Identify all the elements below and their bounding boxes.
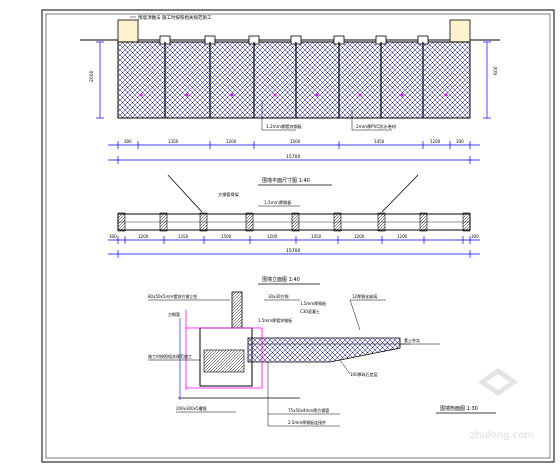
section-bottom-label-2: 2.5mm厚钢板连接件	[288, 419, 326, 425]
elevation-view: 围墙顶做法 施工时按照相关规范施工 2000 600 1.2mm厚镀锌钢板 2m…	[80, 14, 500, 164]
watermark-logo	[478, 368, 518, 396]
elev-dim-1: 1350	[168, 139, 179, 144]
plan-view: 围墙平面尺寸图 1:40 方钢管骨架 1.5mm厚钢板 300	[108, 174, 480, 258]
section-title: 围墙立面图 1:40	[262, 276, 300, 283]
section-left-label-2: 施工时按照相关规范施工	[148, 353, 192, 359]
bolt-markers	[139, 93, 448, 97]
elev-dim-6: 300	[456, 139, 464, 144]
plan-dim-2: 1350	[178, 234, 189, 239]
elev-dim-5: 1200	[430, 139, 441, 144]
section-mid-label-0: 1.5mm厚镀锌钢板	[258, 317, 292, 323]
plan-dim-8: 300	[471, 234, 479, 239]
section-left-label-1: 方钢管	[168, 311, 180, 317]
plan-dim-3: 1500	[221, 234, 232, 239]
plan-leader-label: 方钢管骨架	[218, 191, 239, 198]
watermark-text: zhulong.com	[470, 430, 534, 441]
right-end-pillar	[449, 19, 471, 43]
section-view: 围墙立面图 1:40 80x50x5mm镀锌方钢立柱 方钢管 施工时按照相关规范…	[148, 276, 496, 427]
plan-leader-right	[381, 174, 419, 213]
side-dim-text: 600	[493, 66, 499, 75]
section-corner-title: 围墙剖面图 1:30	[440, 405, 478, 412]
plan-dim-6: 1200	[354, 234, 365, 239]
elevation-leader-1: 1.2mm厚镀锌钢板	[266, 123, 303, 130]
plan-title: 围墙平面尺寸图 1:40	[262, 177, 310, 184]
left-end-pillar	[117, 19, 139, 43]
section-top-label-2: 12厚钢化玻璃	[352, 293, 377, 299]
section-top-label-1: 1.5mm厚钢板	[300, 300, 326, 306]
section-top-label-0: 30x30方钢	[268, 293, 289, 299]
section-left-label-0: 80x50x5mm镀锌方钢立柱	[148, 293, 197, 299]
elevation-top-note: 围墙顶做法 施工时按照相关规范施工	[138, 14, 212, 21]
elevation-overall-dim: 15700	[286, 154, 300, 160]
plan-dim-4: 1200	[267, 234, 278, 239]
plan-dim-5: 1350	[311, 234, 322, 239]
elev-dim-2: 1200	[226, 139, 237, 144]
section-slab	[247, 337, 401, 363]
plan-posts	[117, 212, 471, 232]
section-mid-label-1: C30混凝土	[300, 308, 320, 314]
sheet-inner-frame	[45, 13, 551, 459]
section-right-label-0: 素土夯实	[404, 337, 420, 343]
elev-dim-4: 1450	[374, 139, 385, 144]
section-magenta-outline	[186, 327, 263, 389]
plan-dim-7: 1200	[397, 234, 408, 239]
plan-top-dim: 1.5mm厚钢板	[264, 199, 292, 206]
section-right-label-1: 100厚碎石垫层	[350, 371, 378, 377]
sheet-frame	[41, 9, 555, 463]
section-bottom-label-0: 200x300x5槽钢	[176, 405, 207, 411]
elev-dim-0: 300	[124, 139, 132, 144]
section-bottom-label-1: 75x50x4mm厚方钢管	[288, 407, 329, 413]
section-footing	[203, 349, 245, 373]
plan-dim-0: 300	[109, 234, 117, 239]
height-dim-text: 2000	[89, 70, 95, 82]
elevation-leader-2: 2mm厚PVC防水卷材	[356, 123, 396, 130]
plan-leader-left	[167, 174, 203, 213]
wall-elevation	[117, 41, 471, 119]
posts	[164, 42, 424, 118]
plan-overall-dim: 15700	[286, 248, 300, 254]
elev-dim-3: 1500	[290, 139, 301, 144]
plan-dim-1: 1200	[138, 234, 149, 239]
watermark: zhulong.com	[470, 368, 534, 441]
